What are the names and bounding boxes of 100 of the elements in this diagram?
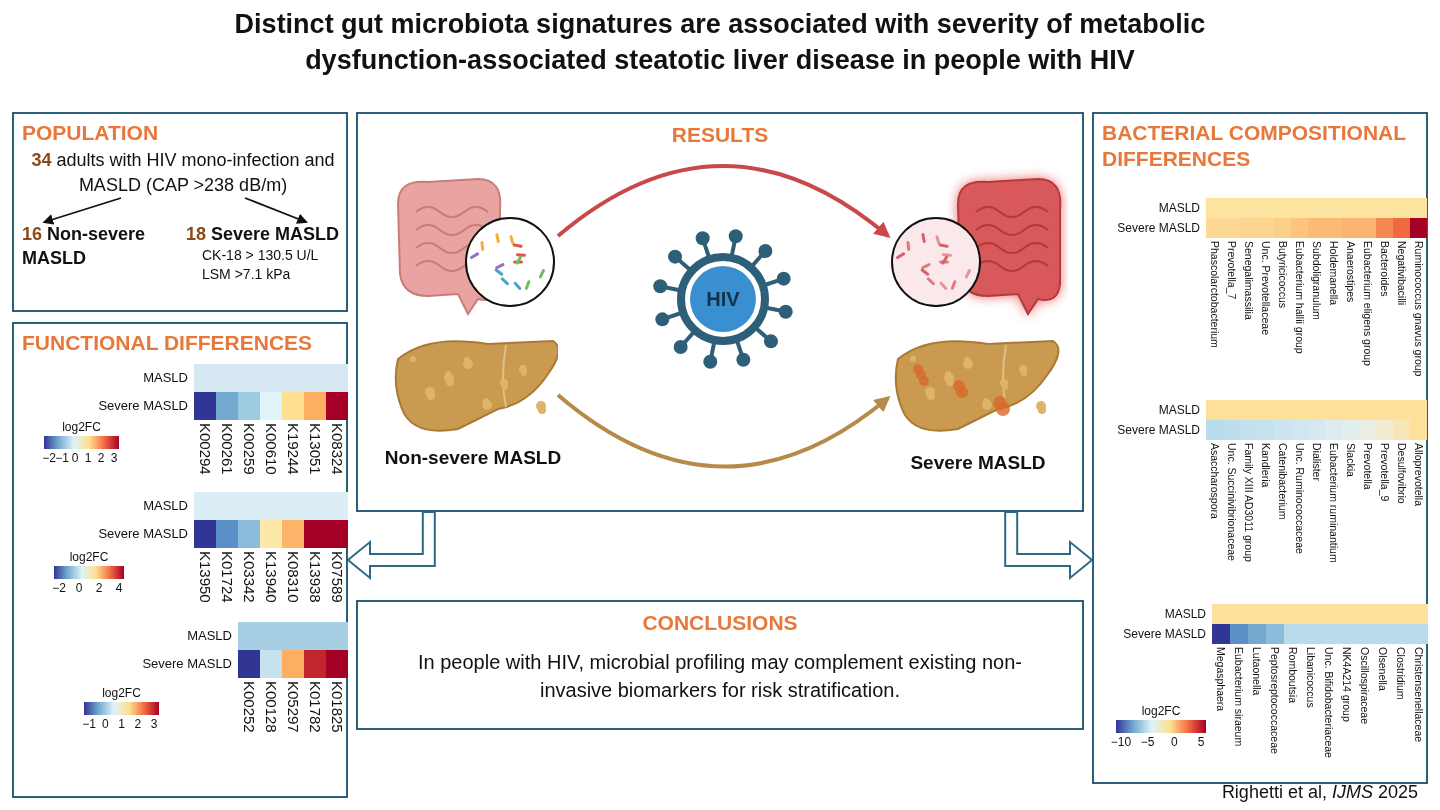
arrow: [244, 197, 308, 224]
row-label: MASLD: [1157, 200, 1200, 217]
tick-label: 4: [114, 581, 124, 595]
row-label: MASLD: [1157, 402, 1200, 419]
tick-label: 2: [96, 451, 106, 465]
group-label: 16 Non-severe MASLD: [22, 223, 147, 270]
column-label: Desulfovibrio: [1395, 443, 1409, 504]
section-panel: [12, 322, 348, 798]
tick-label: −10: [1109, 735, 1133, 749]
column-label: Alloprevotella: [1412, 443, 1426, 507]
legend-title: log2FC: [61, 420, 102, 434]
column-label: K08310: [284, 551, 303, 603]
column-label: Senegalimassilia: [1242, 241, 1256, 320]
column-label: Clostridium: [1394, 647, 1408, 700]
column-label: K01825: [328, 681, 347, 733]
row-label: Severe MASLD: [97, 525, 188, 543]
section-panel: [356, 112, 1084, 512]
column-label: K00261: [218, 423, 237, 475]
column-label: Dialister: [1310, 443, 1324, 481]
block-arrow: [1004, 511, 1094, 581]
column-label: Prevotella_9: [1378, 443, 1392, 502]
tick-label: 3: [109, 451, 119, 465]
column-label: K00252: [240, 681, 259, 733]
column-label: K00259: [240, 423, 259, 475]
row-label: MASLD: [142, 369, 188, 387]
column-label: Eubacterium ruminantium: [1327, 443, 1341, 563]
column-label: Libanicoccus: [1304, 647, 1318, 708]
conclusion-text: In people with HIV, microbial profiling may complement existing non-invasive biomarkers for risk stratification.: [417, 650, 1023, 703]
column-label: Bacteroides: [1378, 241, 1392, 297]
column-label: K00294: [196, 423, 215, 475]
column-label: Kandleria: [1259, 443, 1273, 488]
section-panel: [356, 600, 1084, 730]
column-label: Family XIII AD3011 group: [1242, 443, 1256, 562]
criteria-text: LSM >7.1 kPa: [201, 265, 292, 284]
tick-label: 1: [117, 717, 126, 731]
column-label: K13950: [196, 551, 215, 603]
column-label: K13938: [306, 551, 325, 603]
tick-label: −1: [81, 717, 97, 731]
tick-label: −5: [1139, 735, 1156, 749]
tick-label: 2: [133, 717, 143, 731]
column-label: K07589: [328, 551, 347, 603]
group-label: 18 Severe MASLD: [186, 223, 341, 246]
row-label: MASLD: [142, 497, 188, 515]
row-label: MASLD: [186, 627, 232, 645]
tick-label: 2: [94, 581, 104, 595]
title: Distinct gut microbiota signatures are associated with severity of metabolic dysfunction-associated steatotic liver disease in people with HIV: [233, 8, 1207, 77]
column-label: Holdemanella: [1327, 241, 1341, 306]
caption-text: Severe MASLD: [909, 452, 1047, 474]
column-label: Oscillospiraceae: [1358, 647, 1372, 725]
legend-title: log2FC: [1140, 704, 1182, 718]
row-label: Severe MASLD: [141, 655, 232, 673]
citation-text: Righetti et al, IJMS 2025: [1221, 782, 1418, 803]
row-label: Severe MASLD: [97, 397, 188, 415]
column-label: Romboutsia: [1286, 647, 1300, 704]
section-panel: [1092, 112, 1428, 784]
column-label: Unc. Bifidobacteriaceae: [1322, 647, 1336, 758]
legend-title: log2FC: [68, 550, 110, 564]
row-label: MASLD: [1163, 606, 1206, 623]
column-label: Prevotella: [1361, 443, 1375, 490]
column-label: Unc. Prevotellaceae: [1259, 241, 1273, 335]
column-label: Unc. Succinivibrionaceae: [1225, 443, 1239, 561]
arrow: [556, 164, 891, 238]
column-label: Anaerostipes: [1344, 241, 1358, 303]
column-label: K05297: [284, 681, 303, 733]
section-heading: BACTERIAL COMPOSITIONAL DIFFERENCES: [1102, 120, 1407, 172]
column-label: Slackia: [1344, 443, 1358, 477]
virus-label: HIV: [705, 287, 741, 311]
column-label: Butyricicoccus: [1276, 241, 1290, 309]
column-label: K00610: [262, 423, 281, 475]
column-label: K00128: [262, 681, 281, 733]
tick-label: −2: [51, 581, 67, 595]
legend-title: log2FC: [101, 686, 142, 700]
column-label: K13940: [262, 551, 281, 603]
tick-label: 0: [74, 581, 84, 595]
tick-label: 5: [1196, 735, 1206, 749]
column-label: Negativibacilli: [1395, 241, 1409, 306]
section-heading: RESULTS: [670, 122, 770, 148]
section-heading: FUNCTIONAL DIFFERENCES: [22, 330, 314, 356]
column-label: K19244: [284, 423, 303, 475]
column-label: Olsenella: [1376, 647, 1390, 691]
arrow: [42, 197, 122, 225]
column-label: Prevotella_7: [1225, 241, 1239, 300]
tick-label: 0: [1170, 735, 1179, 749]
column-label: K08324: [328, 423, 347, 475]
row-label: Severe MASLD: [1116, 422, 1200, 439]
summary-text: 34 adults with HIV mono-infection and MASLD (CAP >238 dB/m): [28, 148, 338, 198]
tick-label: 1: [83, 451, 93, 465]
column-label: Asaccharospora: [1208, 443, 1222, 519]
caption-text: Non-severe MASLD: [383, 447, 563, 469]
column-label: K01782: [306, 681, 325, 733]
column-label: K13051: [306, 423, 325, 475]
section-heading: POPULATION: [22, 120, 160, 146]
section-panel: [12, 112, 348, 312]
column-label: Eubacterium hallii group: [1293, 241, 1307, 354]
section-heading: CONCLUSIONS: [641, 610, 799, 636]
column-label: Eubacterium eligens group: [1361, 241, 1375, 366]
column-label: Lutaonella: [1250, 647, 1264, 696]
column-label: Eubacterium siraeum: [1232, 647, 1246, 747]
column-label: Catenibacterium: [1276, 443, 1290, 520]
arrow: [556, 393, 891, 469]
